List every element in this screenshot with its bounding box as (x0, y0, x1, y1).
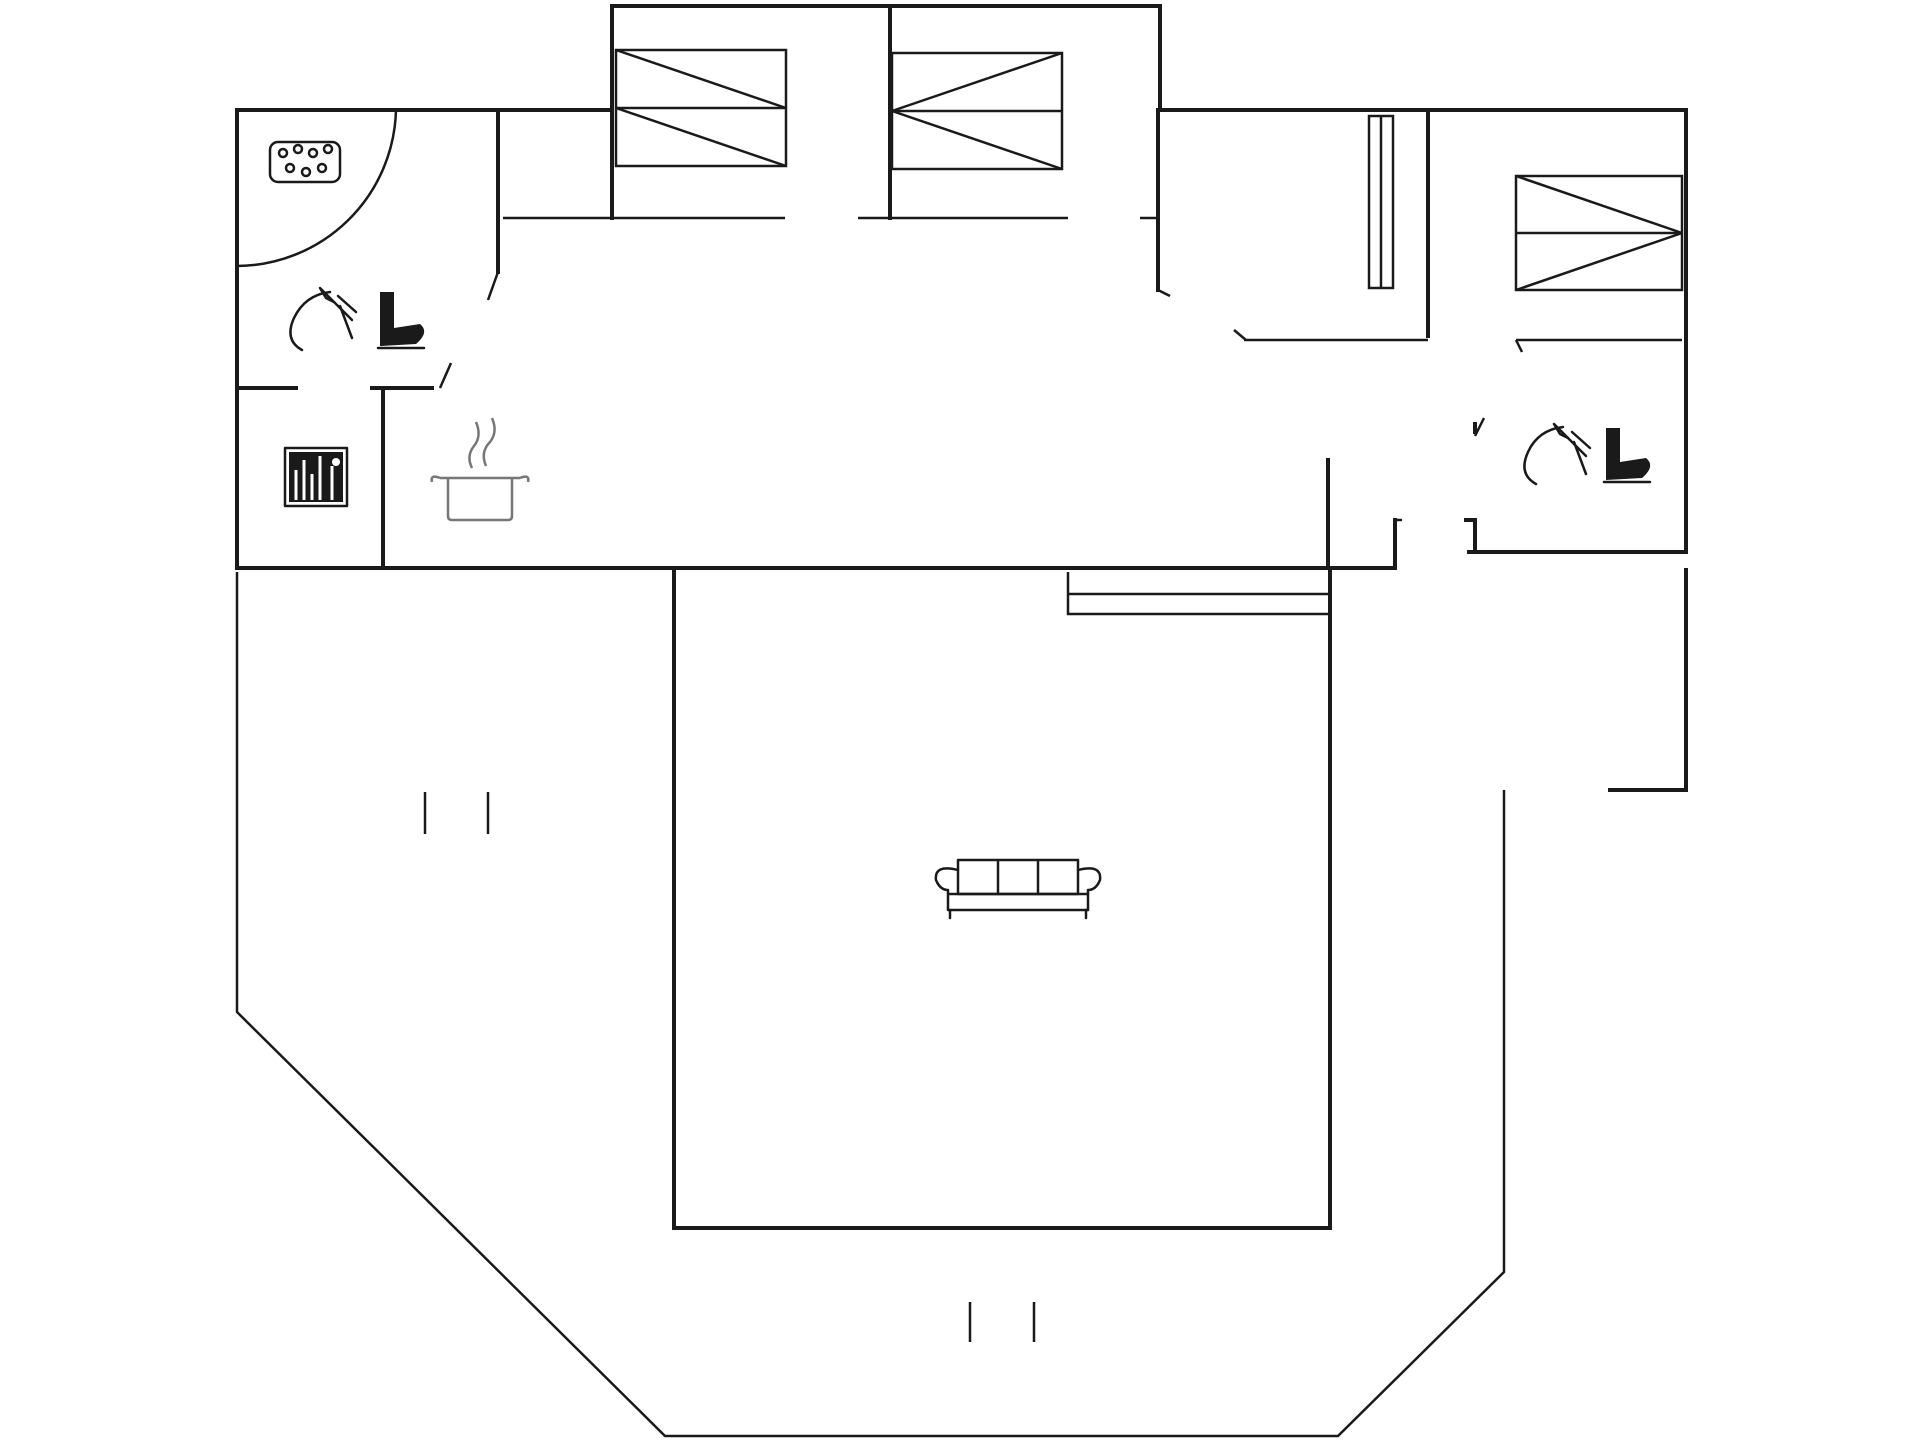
terrace (235, 572, 1506, 1438)
outer-walls (235, 4, 1688, 570)
wardrobe (1367, 114, 1395, 290)
bed-icon (614, 48, 788, 168)
shower-icon (1523, 422, 1592, 486)
toilet-icon (1602, 428, 1652, 484)
sofa-icon (934, 858, 1102, 920)
interior-walls (235, 4, 1688, 792)
living-room (672, 566, 1332, 1230)
doors (236, 109, 1524, 437)
whirlpool-icon (268, 140, 342, 184)
shower-icon (289, 286, 358, 352)
bed-icon (1514, 174, 1684, 292)
washing-machine-icon (283, 446, 349, 508)
bed-icon (890, 51, 1064, 171)
cooking-pot-icon (430, 417, 530, 522)
toilet-icon (376, 292, 426, 350)
